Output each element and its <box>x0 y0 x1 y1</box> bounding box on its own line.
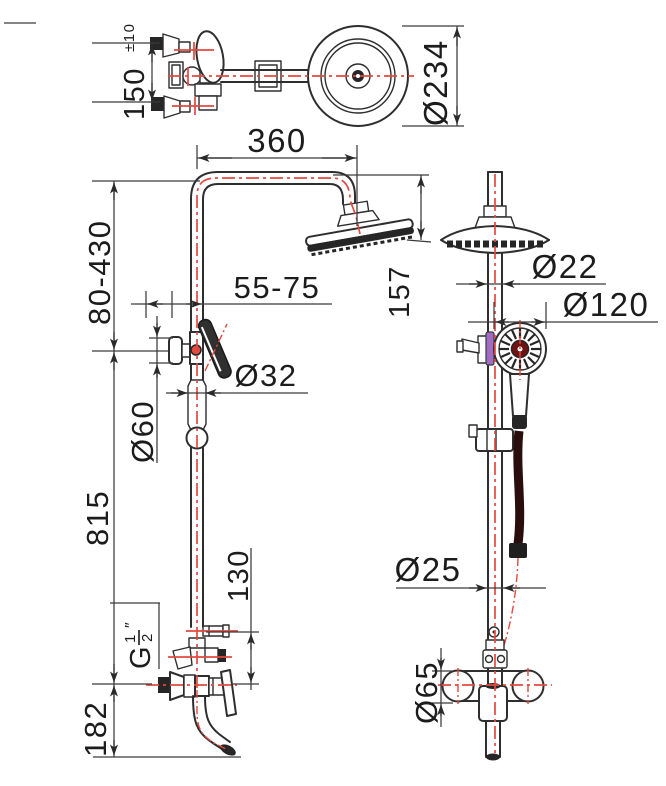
mixer-handle-top-view <box>195 30 225 84</box>
spout-side-view <box>485 720 501 758</box>
dim-inlet-spacing: 150 ±10 <box>92 23 160 120</box>
mixer-lever <box>220 669 237 717</box>
dim-outlet-to-center-label: 130 <box>223 549 255 602</box>
hand-shower-holder <box>168 331 204 365</box>
dim-joint-diameter: Ø32 <box>166 358 308 397</box>
slider-bracket <box>468 424 514 452</box>
hand-shower-face <box>456 322 547 376</box>
dim-wall-offset-range-label: 55-75 <box>234 270 321 305</box>
dim-upper-pipe-diameter: Ø22 <box>456 248 606 288</box>
hand-shower-front-view <box>197 318 232 379</box>
dim-escutcheon-diameter: Ø65 <box>409 648 453 727</box>
dim-lower-pipe-diameter: Ø25 <box>395 551 546 592</box>
dimensions: 150 ±10 Ø234 360 157 <box>78 23 658 758</box>
top-view <box>4 22 414 127</box>
holder-pivot <box>190 344 202 356</box>
hand-shower-handle <box>509 373 530 417</box>
dim-spout-drop-label: 182 <box>78 701 113 757</box>
front-view <box>146 171 414 756</box>
side-view <box>438 171 552 761</box>
dim-arm-reach-label: 360 <box>247 122 307 159</box>
thread-unit-label: ″ <box>123 621 140 628</box>
dim-column-height: 815 <box>80 351 152 685</box>
dim-holder-height-range: 80-430 <box>82 180 200 352</box>
dim-upper-pipe-diameter-label: Ø22 <box>532 248 599 285</box>
dim-arm-reach: 360 <box>196 122 358 226</box>
dim-spout-drop: 182 <box>78 684 241 758</box>
dim-wall-offset-range: 55-75 <box>131 270 332 318</box>
dim-hand-shower-diameter-label: Ø120 <box>563 286 650 323</box>
dim-hand-shower-diameter: Ø120 <box>468 286 658 329</box>
dim-outlet-to-center: 130 <box>206 548 259 690</box>
head-connector <box>336 200 380 227</box>
diverter-elbow <box>172 646 193 670</box>
dim-holder-height-range-label: 80-430 <box>82 219 117 325</box>
shower-hose <box>513 430 525 545</box>
dim-lower-pipe-diameter-label: Ø25 <box>395 551 462 588</box>
dim-column-height-label: 815 <box>80 490 115 546</box>
thread-numerator-label: 1 <box>122 633 139 643</box>
spray-nozzle-spokes <box>499 328 541 370</box>
dim-flange-diameter-label: Ø60 <box>125 400 160 463</box>
thread-prefix-label: G <box>125 645 157 669</box>
rain-head-front-view <box>305 218 414 257</box>
dim-head-diameter-label: Ø234 <box>417 39 454 126</box>
hose-fitting <box>509 543 527 558</box>
mixer-front-view <box>158 669 237 717</box>
inlet-anchor-bottom <box>151 97 164 111</box>
dim-inlet-spacing-label: 150 <box>119 67 151 120</box>
dim-head-diameter: Ø234 <box>402 25 464 127</box>
dim-escutcheon-diameter-label: Ø65 <box>409 661 444 724</box>
dim-thread-size: G 1 2 ″ <box>110 602 160 669</box>
dim-flange-diameter: Ø60 <box>125 316 173 463</box>
dim-head-drop: 157 <box>333 174 432 318</box>
dim-joint-diameter-label: Ø32 <box>234 358 297 393</box>
dim-inlet-tolerance-label: ±10 <box>121 23 138 52</box>
dim-head-drop-label: 157 <box>384 265 416 318</box>
thread-denominator-label: 2 <box>139 632 156 642</box>
holder-clamp <box>485 331 495 366</box>
